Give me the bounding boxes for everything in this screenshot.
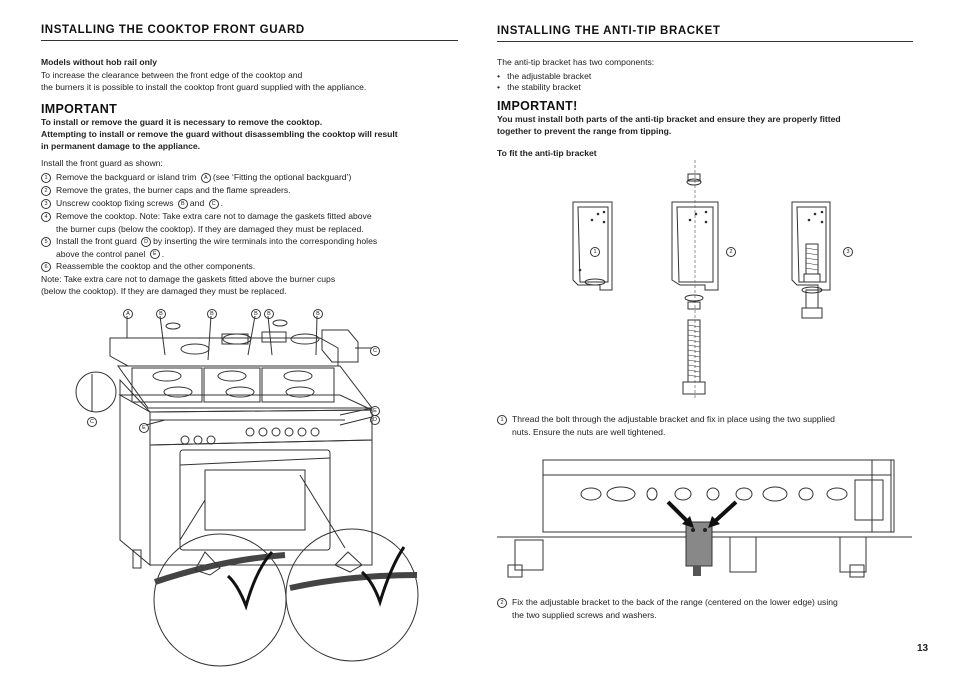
step-text: above the control panel xyxy=(56,248,146,259)
step-6: 6 Reassemble the cooktop and the other c… xyxy=(41,260,461,273)
ref-d: D xyxy=(141,236,152,247)
callout-d: D xyxy=(370,413,386,426)
callout-b: B xyxy=(251,307,267,320)
intro-line-1: To increase the clearance between the fr… xyxy=(41,70,303,80)
left-heading: INSTALLING THE COOKTOP FRONT GUARD xyxy=(41,24,305,36)
step-text: nuts. Ensure the nuts are well tightened… xyxy=(512,426,666,437)
ref-b: B xyxy=(177,198,188,209)
step-number: 1 xyxy=(497,414,507,425)
bracket-step-2: 2 Fix the adjustable bracket to the back… xyxy=(497,596,917,621)
install-intro: Install the front guard as shown: xyxy=(41,158,163,168)
callout-b: B xyxy=(156,307,172,320)
step-text: Remove the backguard or island trim xyxy=(56,172,197,182)
left-heading-rule xyxy=(41,40,458,41)
fig-label-1: 1 xyxy=(590,245,606,258)
step-number: 6 xyxy=(41,261,51,272)
step-text: by inserting the wire terminals into the… xyxy=(153,236,378,246)
important-line-1: To install or remove the guard it is nec… xyxy=(41,117,323,127)
step-number: 5 xyxy=(41,236,51,247)
ref-c: C xyxy=(208,198,219,209)
step-text: Unscrew cooktop fixing screws xyxy=(56,198,174,208)
fig-label-2: 2 xyxy=(726,245,742,258)
important-line-2: Attempting to install or remove the guar… xyxy=(41,129,398,139)
step-number: 4 xyxy=(41,211,51,222)
step-number: 2 xyxy=(497,597,507,608)
intro-line-2: the burners it is possible to install th… xyxy=(41,82,367,92)
step-number: 2 xyxy=(41,185,51,196)
models-title: Models without hob rail only xyxy=(41,57,158,67)
bullet-1: • the adjustable bracket xyxy=(497,71,592,81)
step-text: . xyxy=(161,248,165,259)
page-number: 13 xyxy=(917,643,929,654)
right-intro: The anti-tip bracket has two components: xyxy=(497,57,655,67)
bracket-step-1: 1 Thread the bolt through the adjustable… xyxy=(497,413,917,438)
important-line-3: in permanent damage to the appliance. xyxy=(41,141,201,151)
fig-label-3: 3 xyxy=(843,245,859,258)
right-heading-rule xyxy=(497,41,913,42)
right-heading: INSTALLING THE ANTI-TIP BRACKET xyxy=(497,25,721,37)
step-number: 3 xyxy=(41,198,51,209)
right-important-line-2: together to prevent the range from tippi… xyxy=(497,126,672,136)
step-2: 2 Remove the grates, the burner caps and… xyxy=(41,184,461,197)
step-1: 1 Remove the backguard or island trim A(… xyxy=(41,171,461,184)
step-text: Install the front guard xyxy=(56,236,137,246)
step-text: Fix the adjustable bracket to the back o… xyxy=(512,597,838,607)
step-text: the two supplied screws and washers. xyxy=(512,609,657,620)
step-text: and xyxy=(189,198,205,208)
callout-a: A xyxy=(123,307,139,320)
step-text: Remove the cooktop. Note: Take extra car… xyxy=(56,211,372,221)
step-text: Thread the bolt through the adjustable b… xyxy=(512,414,835,424)
callout-b: B xyxy=(313,307,329,320)
important-title: IMPORTANT xyxy=(41,102,118,116)
step-text: (see ‘Fitting the optional backguard’) xyxy=(212,172,352,182)
note-line-2: (below the cooktop). If they are damaged… xyxy=(41,286,287,296)
to-fit-heading: To fit the anti-tip bracket xyxy=(497,148,597,158)
right-important-line-1: You must install both parts of the anti-… xyxy=(497,114,841,124)
callout-b: B xyxy=(264,307,280,320)
step-text: the burner cups (below the cooktop). If … xyxy=(56,223,364,234)
callout-b: B xyxy=(207,307,223,320)
callout-e: E xyxy=(139,421,155,434)
ref-a: A xyxy=(200,172,211,183)
callout-c: C xyxy=(370,344,386,357)
bullet-2: • the stability bracket xyxy=(497,82,581,92)
step-text: . xyxy=(220,198,224,208)
right-important-title: IMPORTANT! xyxy=(497,99,578,113)
step-number: 1 xyxy=(41,172,51,183)
step-text: Remove the grates, the burner caps and t… xyxy=(56,185,291,195)
ref-e: E xyxy=(149,249,160,260)
step-text: Reassemble the cooktop and the other com… xyxy=(56,261,256,271)
note-line-1: Note: Take extra care not to damage the … xyxy=(41,274,336,284)
callout-c: C xyxy=(87,415,103,428)
step-4: 4 Remove the cooktop. Note: Take extra c… xyxy=(41,210,461,235)
